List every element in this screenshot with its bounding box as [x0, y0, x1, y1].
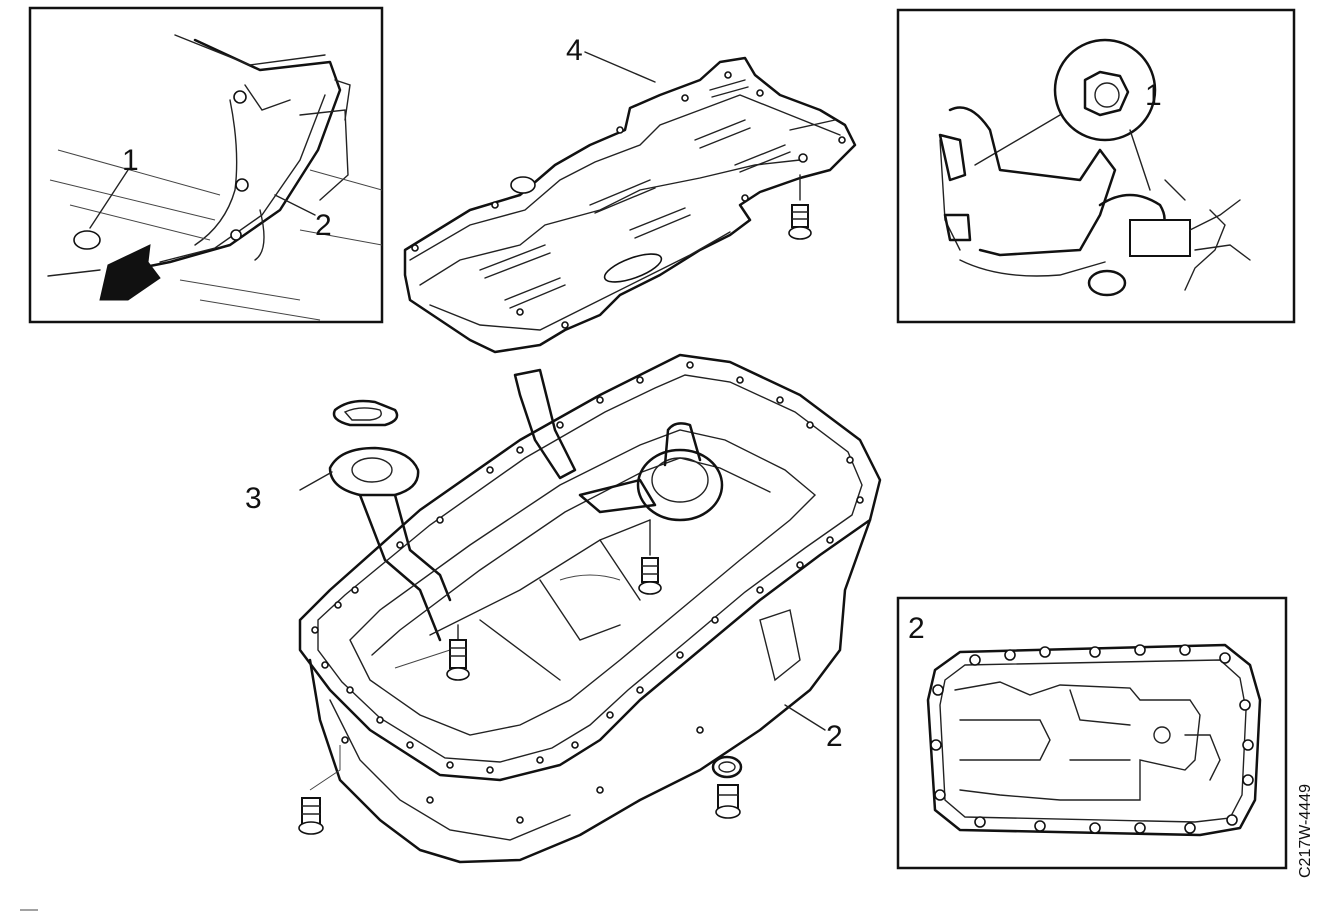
inset-drain-plug-panel: 1 2 [28, 6, 384, 324]
callout-2-left-inset: 2 [315, 209, 332, 242]
callout-2-bottom-inset: 2 [908, 612, 925, 645]
callout-3-pickup: 3 [245, 482, 262, 515]
loose-fasteners [298, 745, 743, 835]
callout-2-pan: 2 [826, 720, 843, 753]
baffle-plate: 4 [403, 34, 857, 354]
oil-pan: 2 [298, 353, 882, 864]
inset-bolt-location-panel: 1 [896, 8, 1296, 324]
inset-sealant-bead-panel: 2 [896, 596, 1288, 870]
callout-1-right-inset: 1 [1145, 79, 1162, 112]
callout-1-left-inset: 1 [122, 144, 139, 177]
oil-strainer-pickup: 3 [245, 399, 452, 642]
callout-4-baffle: 4 [566, 34, 583, 67]
drawing-code: C217W-4449 [1297, 784, 1314, 878]
